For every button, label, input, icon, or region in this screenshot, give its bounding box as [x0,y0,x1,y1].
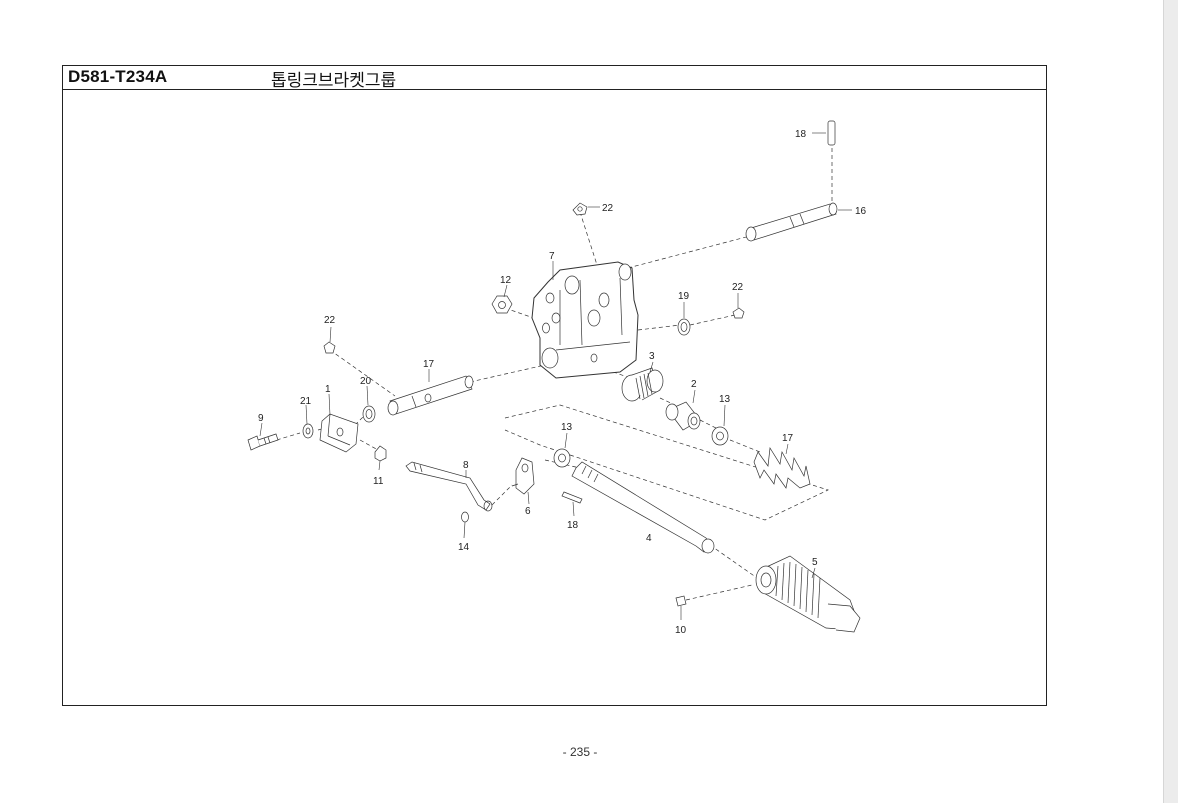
callout-labels: 18 16 22 7 12 19 22 22 17 20 3 2 13 13 1… [258,129,867,636]
callout-6: 6 [525,506,531,517]
callout-13-right: 13 [719,394,731,405]
part-22-grease-nipple-left [323,341,336,354]
part-19-pin [827,120,836,146]
callout-13-left: 13 [561,422,573,433]
part-13-washer-left [553,448,571,468]
callout-19: 18 [795,129,807,140]
part-6-lever [511,457,535,495]
callout-22-top: 22 [602,203,614,214]
part-20-pin [561,491,583,504]
part-18-washer-left [362,405,376,423]
part-10-set-screw [675,595,687,607]
part-21-collar [302,423,314,439]
callout-21: 21 [300,396,312,407]
part-9-bolt [247,433,279,451]
part-12-nut [491,295,513,314]
callout-1: 1 [325,384,331,395]
callout-15: 16 [855,206,867,217]
part-16-shaft [387,375,474,416]
callout-18-right: 19 [678,291,690,302]
callout-18-left: 20 [360,376,372,387]
part-18-washer-right [677,318,691,336]
header-bar: D581-T234A 톱링크브라켓그룹 [63,66,1046,91]
part-22-grease-nipple-right [732,307,745,319]
page-number: - 235 - [562,745,598,759]
part-5-threaded-body [755,555,861,633]
callout-8: 8 [463,460,469,471]
part-17-spring [753,446,811,489]
callout-14: 14 [458,542,470,553]
part-11-nut [374,445,387,462]
part-8-link-rod [405,461,493,512]
part-2-bushing [665,401,701,431]
callout-16: 17 [423,359,435,370]
part-1-block [319,413,359,453]
callout-17: 17 [782,433,794,444]
callout-5: 5 [812,557,818,568]
part-15-shaft [745,202,838,242]
part-group-title: 톱링크브라켓그룹 [271,71,397,91]
callout-2: 2 [691,379,697,390]
callout-3: 3 [649,351,655,362]
part-13-washer-right [711,426,729,446]
callout-11: 11 [373,476,384,487]
part-group-code: D581-T234A [68,67,168,86]
callout-7: 7 [549,251,555,262]
callout-10: 10 [675,625,687,636]
part-7-top-link-bracket [531,261,639,379]
callout-22-left: 22 [324,315,336,326]
page-edge-shadow [1163,0,1178,803]
leader-lines [259,132,852,620]
part-4-long-rod [571,461,715,554]
part-3-threaded-bushing [621,367,664,402]
callout-12: 12 [500,275,512,286]
part-14-snap-ring [461,511,469,523]
callout-22-right: 22 [732,282,744,293]
callout-4: 4 [646,533,652,544]
callout-9: 9 [258,413,264,424]
callout-20: 18 [567,520,579,531]
diagram-frame: D581-T234A 톱링크브라켓그룹 [62,65,1047,706]
part-22-grease-nipple-top [572,202,588,216]
